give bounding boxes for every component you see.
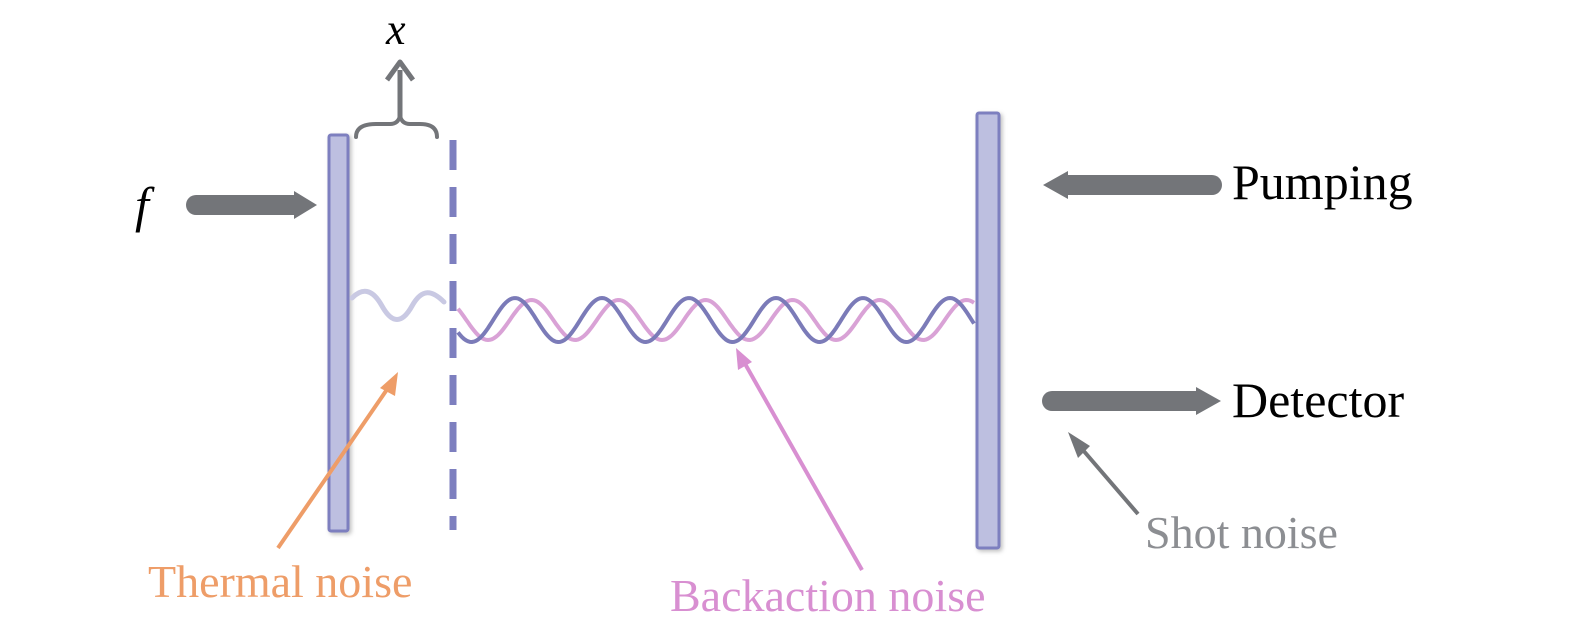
backaction-noise-arrow <box>736 348 864 571</box>
force-arrow <box>186 191 317 219</box>
shot-noise-arrow <box>1068 432 1140 516</box>
thermal-noise-label: Thermal noise <box>148 556 412 607</box>
detector-arrow <box>1042 387 1221 415</box>
cavity-light-wave-blue <box>456 295 976 345</box>
displacement-brace <box>354 115 439 139</box>
pumping-label: Pumping <box>1232 154 1413 210</box>
f-symbol-label: f <box>135 177 155 233</box>
fixed-mirror <box>975 111 1001 550</box>
backaction-noise-label: Backaction noise <box>670 570 986 621</box>
x-displacement-arrow <box>384 59 416 118</box>
movable-mirror <box>327 133 350 533</box>
x-symbol-label: x <box>385 5 406 54</box>
shot-noise-label: Shot noise <box>1145 507 1338 558</box>
detector-label: Detector <box>1232 372 1404 428</box>
pumping-arrow <box>1043 171 1222 199</box>
cavity-light-wave-pink <box>456 297 976 343</box>
thermal-noise-arrow <box>276 372 398 550</box>
thermal-oscillation-wave <box>349 288 447 322</box>
